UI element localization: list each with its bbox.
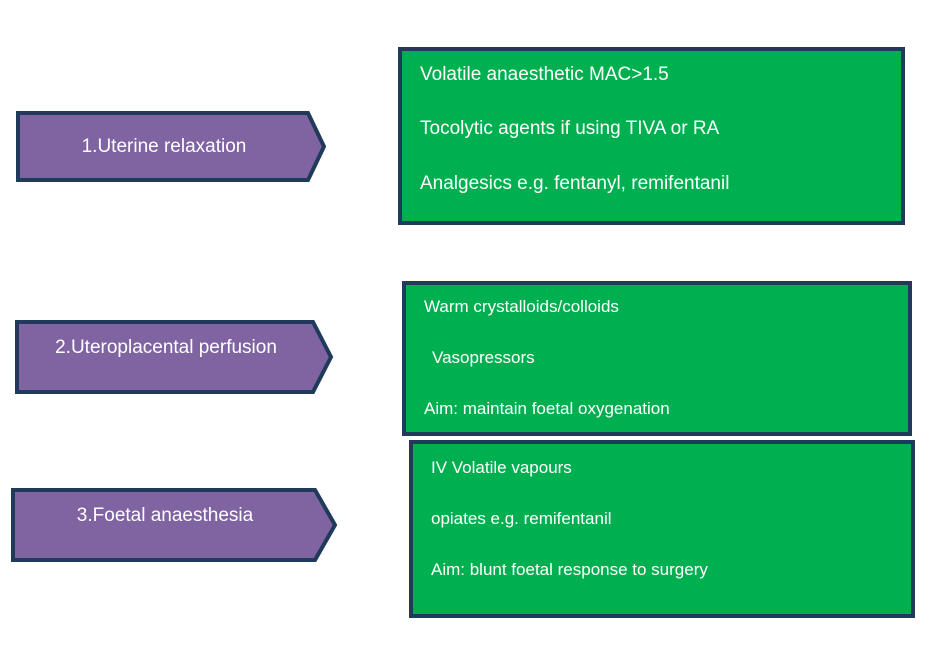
step-label: 3.Foetal anaesthesia bbox=[76, 505, 254, 526]
step-label: 1.Uterine relaxation bbox=[81, 135, 247, 157]
detail-item: opiates e.g. remifentanil bbox=[431, 509, 612, 528]
detail-item: Analgesics e.g. fentanyl, remifentanil bbox=[420, 173, 730, 194]
arrow-shape bbox=[16, 111, 327, 182]
detail-item: IV Volatile vapours bbox=[431, 458, 572, 477]
step-arrow-foetal-anaesthesia: 3.Foetal anaesthesia bbox=[11, 488, 338, 562]
detail-item: Tocolytic agents if using TIVA or RA bbox=[420, 118, 720, 139]
details-box-uterine-relaxation: Volatile anaesthetic MAC>1.5 Tocolytic a… bbox=[398, 47, 905, 225]
step-label: 2.Uteroplacental perfusion bbox=[55, 337, 277, 358]
arrow-shape bbox=[11, 488, 338, 562]
details-box-uteroplacental-perfusion: Warm crystalloids/colloids Vasopressors … bbox=[402, 281, 912, 436]
arrow-shape bbox=[15, 320, 334, 394]
details-box-foetal-anaesthesia: IV Volatile vapours opiates e.g. remifen… bbox=[409, 440, 915, 618]
detail-item: Warm crystalloids/colloids bbox=[424, 297, 619, 316]
detail-item: Volatile anaesthetic MAC>1.5 bbox=[420, 64, 669, 85]
detail-item: Aim: maintain foetal oxygenation bbox=[424, 399, 670, 418]
step-arrow-uterine-relaxation: 1.Uterine relaxation bbox=[16, 111, 327, 182]
detail-item: Aim: blunt foetal response to surgery bbox=[431, 560, 708, 579]
detail-item: Vasopressors bbox=[432, 348, 535, 367]
step-arrow-uteroplacental-perfusion: 2.Uteroplacental perfusion bbox=[15, 320, 334, 394]
